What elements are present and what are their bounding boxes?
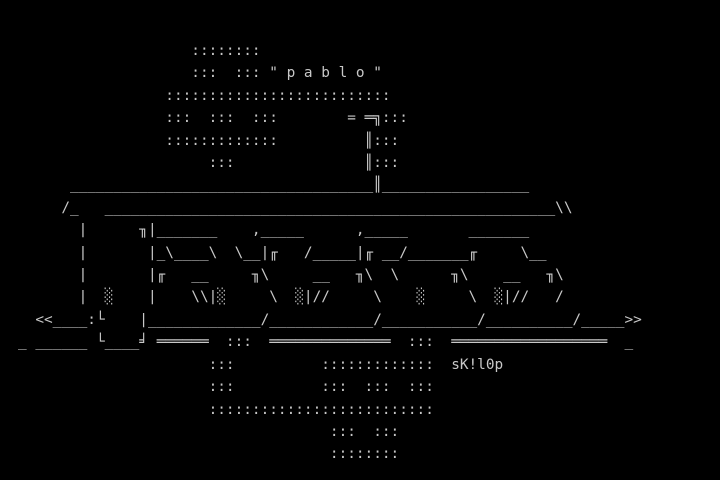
art-line: ::: ::: — [18, 423, 400, 440]
art-line: | ╖|_______ ,_____ ,_____ _______ — [18, 222, 530, 239]
art-line: | |_\____\ \__|╓ /_____|╓ __/_______╓ \_… — [18, 244, 547, 261]
art-line: :::::::: — [18, 446, 400, 463]
ascii-art: :::::::: ::: ::: " p a b l o " :::::::::… — [18, 40, 642, 466]
art-line: | ░ | \\|░ \ ░|// \ ░ \ ░|// / — [18, 289, 564, 306]
art-line: ::: ::: " p a b l o " — [18, 65, 382, 82]
art-line: :::::::::::::::::::::::::: — [18, 87, 391, 104]
art-line: ___________________________________║____… — [18, 177, 530, 194]
art-line: :::::::::::::::::::::::::: — [18, 401, 434, 418]
art-line: | |╓ __ ╖\ __ ╖\ \ ╖\ __ ╖\ — [18, 267, 564, 284]
art-line: _ ______ └____╛ ══════ ::: ═════════════… — [18, 334, 634, 351]
art-line: :::::::: — [18, 43, 261, 59]
art-line: ::: ::::::::::::: sK!l0p — [18, 356, 504, 373]
art-line: ::: ::: ::: ::: — [18, 379, 434, 396]
art-line: ::: ║::: — [18, 155, 400, 172]
art-line: <<____:└ |_____________/____________/___… — [18, 311, 642, 328]
art-line: ::::::::::::: ║::: — [18, 132, 400, 149]
art-line: /_ _____________________________________… — [18, 199, 573, 216]
art-line: ::: ::: ::: = ═╗::: — [18, 110, 408, 127]
